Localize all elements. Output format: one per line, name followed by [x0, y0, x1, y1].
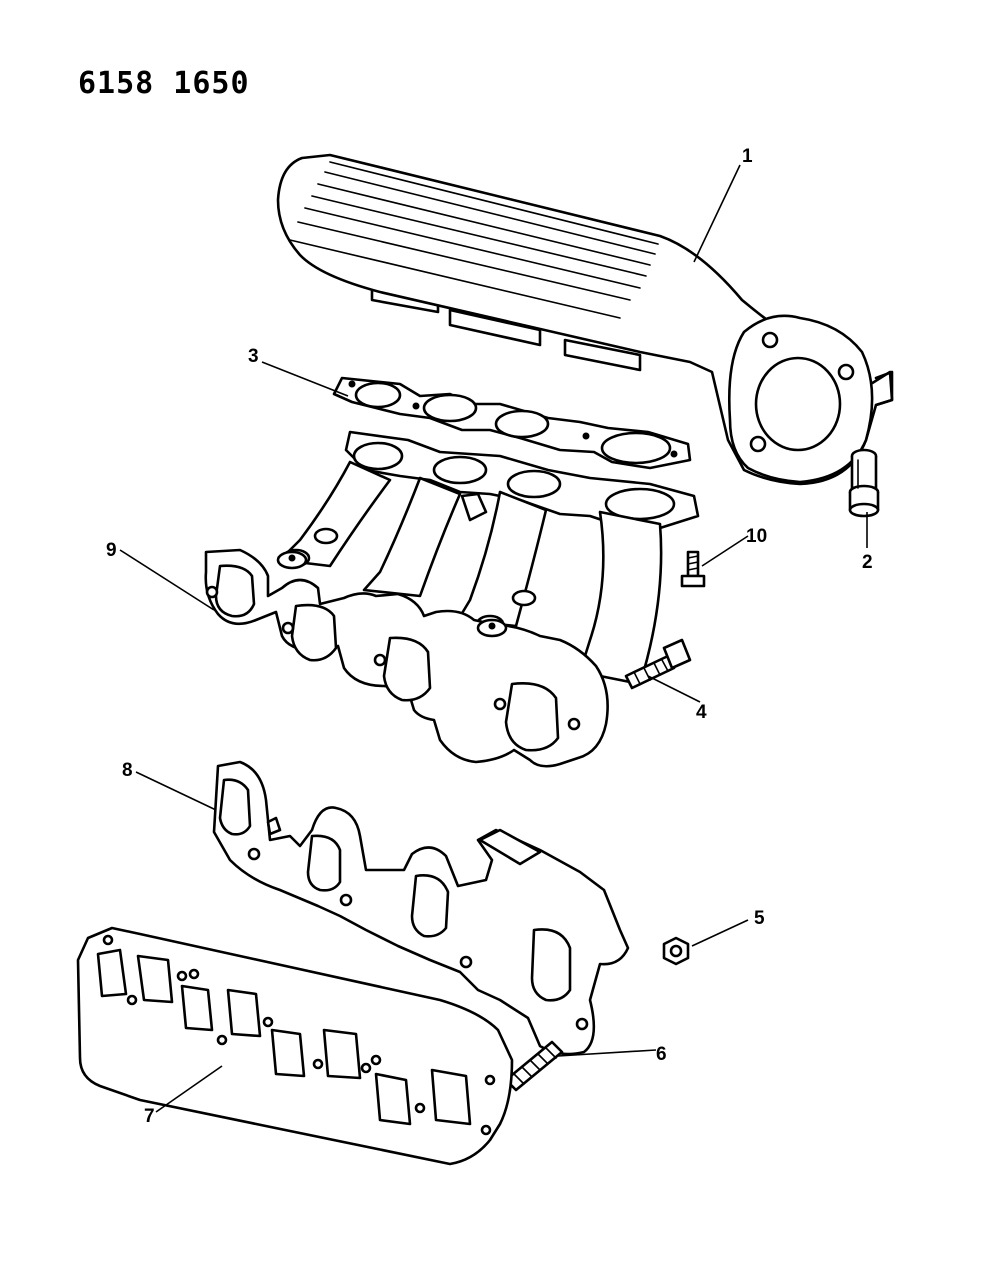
callout-5: 5: [754, 908, 765, 929]
part-1-intake-plenum: [276, 153, 894, 486]
callout-labels: 1 2 3 4 5 6 7 8 9 10: [106, 146, 873, 1127]
part-10-bolt: [680, 550, 706, 588]
callout-10: 10: [746, 526, 767, 547]
part-5-nut: [662, 936, 690, 966]
part-2-hose-fitting: [848, 448, 880, 518]
part-7-exhaust-gasket: [76, 926, 514, 1166]
part-8-exhaust-manifold: [212, 760, 630, 1056]
part-9-intake-manifold: [204, 430, 700, 768]
callout-2: 2: [862, 552, 873, 573]
part-6-stud: [504, 1040, 564, 1092]
callout-3: 3: [248, 346, 259, 367]
document-number: 6158 1650: [78, 66, 250, 101]
part-4-bolt: [624, 638, 692, 690]
callout-1: 1: [742, 146, 753, 167]
callout-8: 8: [122, 760, 133, 781]
part-3-plenum-gasket: [332, 376, 692, 470]
callout-6: 6: [656, 1044, 667, 1065]
callout-9: 9: [106, 540, 117, 561]
leader-lines: [119, 164, 868, 1113]
callout-4: 4: [696, 702, 707, 723]
callout-7: 7: [144, 1106, 155, 1127]
